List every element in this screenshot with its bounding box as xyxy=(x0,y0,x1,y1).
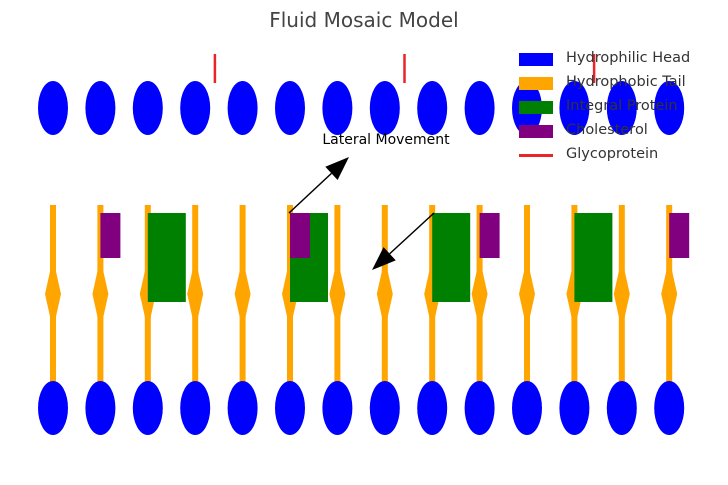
legend-item-glycoprotein: Glycoprotein xyxy=(514,144,719,168)
tail-kink xyxy=(661,258,678,330)
hydrophilic-head-bottom xyxy=(606,381,637,435)
hydrophilic-head-top xyxy=(85,81,116,135)
hydrophilic-head-bottom xyxy=(38,381,68,435)
hydrophilic-head-top xyxy=(464,81,495,135)
hydrophilic-head-bottom xyxy=(132,381,163,435)
tail-kink xyxy=(234,258,251,330)
tail-kink xyxy=(376,258,393,330)
hydrophilic-head-bottom xyxy=(559,381,590,435)
integral-protein xyxy=(574,213,613,302)
hydrophilic-head-top xyxy=(180,81,211,135)
cholesterol xyxy=(290,213,310,258)
lateral-arrow-right-shaft xyxy=(288,172,332,214)
hydrophilic-head-bottom xyxy=(180,381,211,435)
lateral-arrow-right-head xyxy=(325,157,349,180)
cholesterol xyxy=(669,213,690,258)
glycoprotein-layer xyxy=(213,54,596,83)
tail-kink xyxy=(187,258,204,330)
hydrophilic-head-top xyxy=(369,81,400,135)
hydrophilic-head-top xyxy=(559,81,590,135)
legend-item-head: Hydrophilic Head xyxy=(514,48,719,72)
legend-label-cholesterol: Cholesterol xyxy=(566,122,648,138)
hydrophilic-head-top xyxy=(322,81,353,135)
legend-swatch-protein xyxy=(519,101,553,114)
hydrophilic-head-bottom xyxy=(512,381,542,435)
arrow-layer xyxy=(288,157,435,270)
hydrophilic-head-top xyxy=(654,81,685,135)
tail-kink xyxy=(329,258,346,330)
hydrophilic-head-bottom xyxy=(654,381,685,435)
hydrophilic-head-top xyxy=(38,81,68,135)
diagram-title: Fluid Mosaic Model xyxy=(269,8,459,32)
hydrophilic-head-bottom xyxy=(464,381,495,435)
legend: Hydrophilic Head Hydrophobic Tail Integr… xyxy=(514,48,719,168)
legend-label-tail: Hydrophobic Tail xyxy=(566,74,686,90)
hydrophilic-head-top xyxy=(606,81,637,135)
legend-label-glycoprotein: Glycoprotein xyxy=(566,146,659,162)
lateral-arrow-left-shaft xyxy=(389,212,435,255)
tail-kink xyxy=(471,258,488,330)
hydrophilic-head-top xyxy=(417,81,448,135)
hydrophilic-head-bottom xyxy=(322,381,353,435)
legend-swatch-glycoprotein xyxy=(519,154,553,157)
hydrophilic-head-bottom xyxy=(275,381,305,435)
tail-kink xyxy=(613,258,630,330)
legend-label-head: Hydrophilic Head xyxy=(566,50,691,66)
integral-protein xyxy=(147,213,186,302)
cholesterol-layer xyxy=(100,213,690,258)
hydrophilic-head-bottom xyxy=(85,381,116,435)
integral-protein xyxy=(432,213,471,302)
hydrophilic-head-top xyxy=(275,81,305,135)
cholesterol xyxy=(479,213,500,258)
tail-kink xyxy=(45,258,61,330)
legend-swatch-cholesterol xyxy=(519,125,553,138)
bottom-head-layer xyxy=(38,381,685,435)
legend-item-tail: Hydrophobic Tail xyxy=(514,72,719,96)
legend-swatch-tail xyxy=(519,77,553,90)
legend-item-protein: Integral Protein xyxy=(514,96,719,120)
tail-kink xyxy=(519,258,535,330)
hydrophilic-head-bottom xyxy=(417,381,448,435)
legend-label-protein: Integral Protein xyxy=(566,98,678,114)
hydrophilic-head-top xyxy=(132,81,163,135)
protein-layer xyxy=(147,213,613,302)
tail-kink xyxy=(92,258,109,330)
cholesterol xyxy=(100,213,121,258)
hydrophilic-head-top xyxy=(227,81,258,135)
legend-item-cholesterol: Cholesterol xyxy=(514,120,719,144)
hydrophilic-head-bottom xyxy=(369,381,400,435)
lateral-movement-label: Lateral Movement xyxy=(322,132,450,148)
top-head-layer xyxy=(38,81,685,135)
hydrophilic-head-bottom xyxy=(227,381,258,435)
lateral-arrow-left-head xyxy=(372,247,396,270)
legend-swatch-head xyxy=(519,53,553,66)
